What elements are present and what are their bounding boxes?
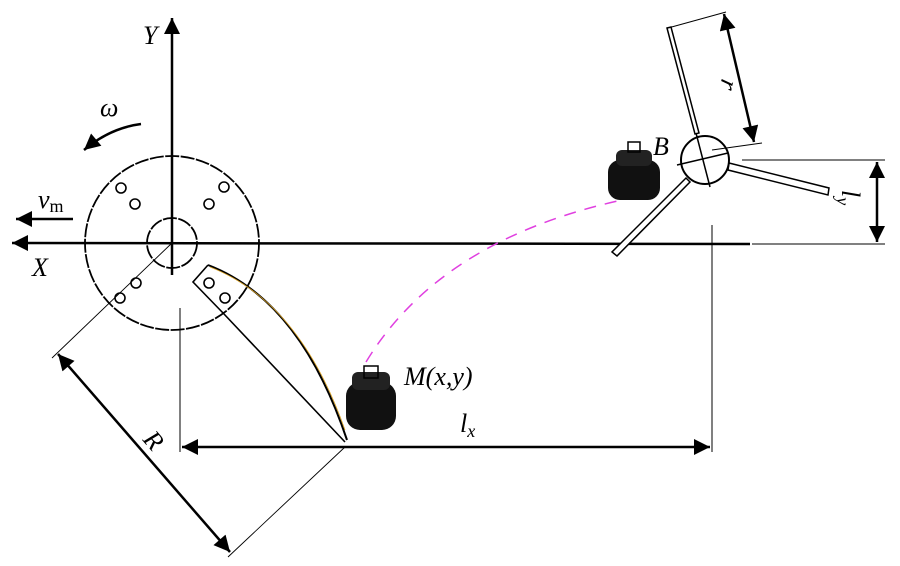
lx-dimension: lx bbox=[179, 225, 713, 455]
point-b-label: B bbox=[653, 132, 669, 161]
rotation-arrow: ω bbox=[83, 93, 142, 151]
cutter-disk bbox=[51, 155, 260, 359]
velocity-arrow: vm bbox=[16, 185, 73, 227]
rotor-b: B bbox=[610, 26, 830, 258]
velocity-label: v bbox=[38, 185, 50, 214]
point-m-label: M(x,y) bbox=[403, 362, 473, 391]
y-axis: Y bbox=[143, 18, 180, 275]
svg-text:lx: lx bbox=[460, 409, 475, 441]
y-axis-label: Y bbox=[143, 21, 160, 50]
x-axis: X bbox=[11, 235, 751, 282]
r-dimension: r bbox=[667, 11, 763, 151]
plant-icon-m bbox=[346, 365, 396, 430]
omega-label: ω bbox=[100, 93, 118, 122]
lx-subscript: x bbox=[466, 421, 475, 441]
R-dimension: R bbox=[57, 353, 346, 558]
svg-text:vm: vm bbox=[38, 185, 64, 216]
ly-dimension: ly bbox=[742, 159, 885, 245]
trajectory-curve bbox=[365, 199, 623, 363]
plant-icon-b bbox=[608, 141, 660, 200]
ly-subscript: y bbox=[833, 195, 853, 205]
cutting-blade bbox=[191, 264, 348, 443]
svg-text:ly: ly bbox=[833, 190, 865, 205]
bolt-holes bbox=[114, 181, 230, 304]
lx-label: l bbox=[460, 409, 467, 438]
velocity-subscript: m bbox=[50, 196, 64, 216]
ly-label: l bbox=[836, 190, 865, 197]
x-axis-label: X bbox=[31, 253, 49, 282]
